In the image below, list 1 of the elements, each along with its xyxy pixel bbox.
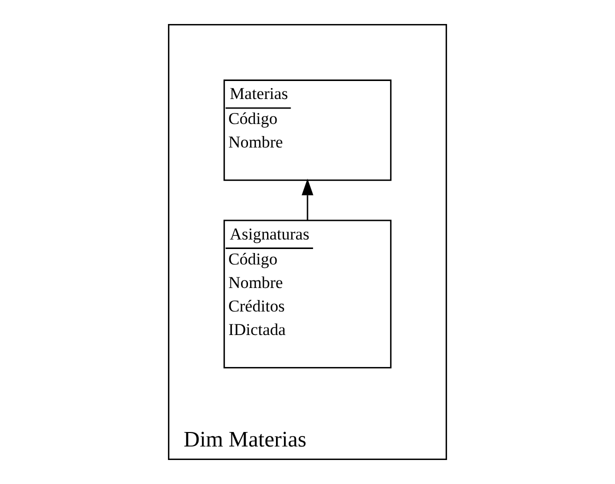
arrow [302,178,314,220]
